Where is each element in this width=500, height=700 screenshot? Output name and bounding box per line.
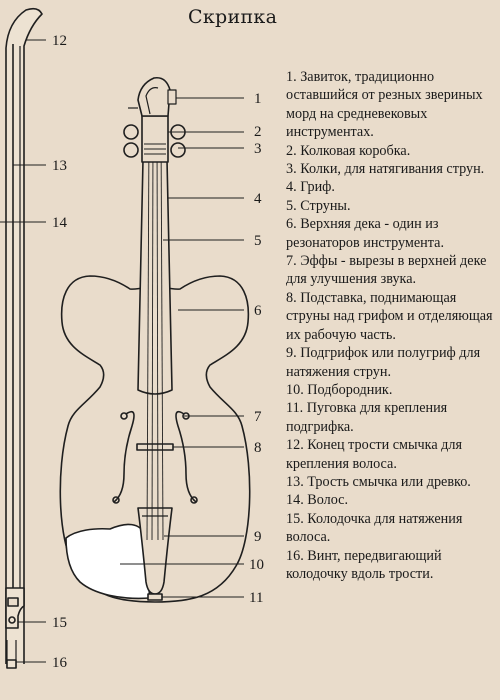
legend-item-5: 5. Струны. [286,197,351,214]
leader-lines [0,39,244,663]
legend-item-11: 11. Пуговка для крепления подгрифка. [286,400,448,435]
callout-12: 12 [52,33,67,49]
diagram-title: Скрипка [188,6,278,28]
callout-6: 6 [254,303,262,319]
legend-item-6: 6. Верхняя дека - один из резонаторов ин… [286,216,444,251]
callout-1: 1 [254,91,262,107]
callout-7: 7 [254,409,262,425]
f-hole-right [175,410,197,503]
legend-item-9: 9. Подгрифок или полугриф для натяжения … [286,345,481,380]
legend-item-16: 16. Винт, передвигающий колодочку вдоль … [286,547,442,582]
callout-8: 8 [254,440,262,456]
callout-11: 11 [249,590,263,606]
bridge [136,443,174,451]
legend-item-1: 1. Завиток, традиционно оставшийся от ре… [286,69,483,141]
scroll [137,76,171,117]
callout-3: 3 [254,141,262,157]
legend-item-4: 4. Гриф. [286,179,335,196]
callout-13: 13 [52,158,67,174]
callout-15: 15 [52,615,67,631]
legend-item-7: 7. Эффы - вырезы в верхней деке для улуч… [286,253,487,288]
callout-2: 2 [254,124,262,140]
callout-9: 9 [254,529,262,545]
legend-item-14: 14. Волос. [286,492,349,509]
fingerboard [137,159,173,395]
pegbox [141,115,169,163]
callout-10: 10 [249,557,264,573]
legend-item-2: 2. Колковая коробка. [286,142,411,159]
legend-item-12: 12. Конец трости смычка для крепления во… [286,437,462,472]
callout-4: 4 [254,191,262,207]
legend-item-15: 15. Колодочка для натяжения волоса. [286,510,463,546]
legend-item-10: 10. Подбородник. [286,381,393,398]
end-button [147,593,163,601]
violin-body [59,275,251,603]
bow [5,7,43,669]
legend-item-13: 13. Трость смычка или древко. [286,473,471,490]
chin-rest [65,523,151,600]
callout-5: 5 [254,233,262,249]
legend-item-8: 8. Подставка, поднимающая струны над гри… [286,289,493,343]
parts-legend: 1. Завиток, традиционно оставшийся от ре… [286,68,498,583]
strings [146,129,164,541]
legend-item-3: 3. Колки, для натягивания струн. [286,161,485,178]
callout-16: 16 [52,655,68,671]
bow-tip [5,7,43,664]
callout-14: 14 [52,215,68,231]
f-hole-left [113,410,135,503]
